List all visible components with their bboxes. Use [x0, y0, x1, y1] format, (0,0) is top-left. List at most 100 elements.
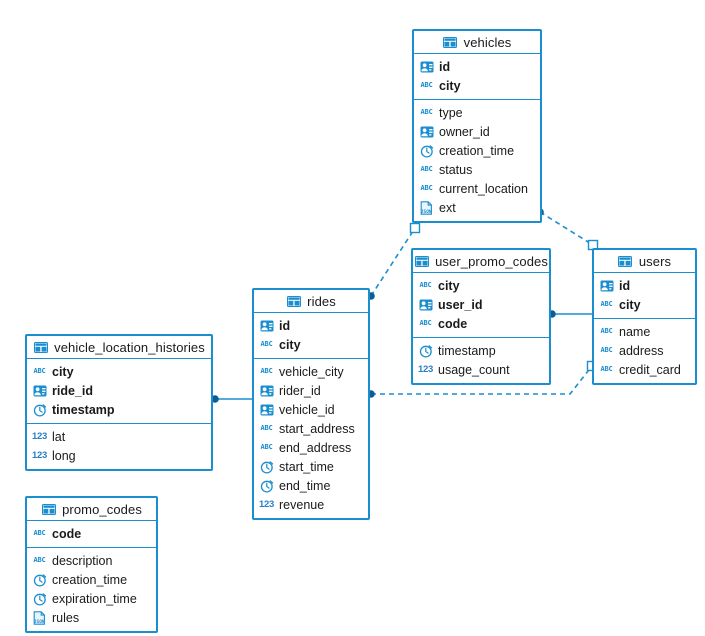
column-row[interactable]: creation_time: [414, 141, 540, 160]
column-row[interactable]: vehicle_id: [254, 400, 368, 419]
field-label: code: [52, 526, 82, 541]
column-row[interactable]: ABC current_location: [414, 179, 540, 198]
abc-text-icon: ABC: [420, 184, 433, 192]
abc-text-icon: ABC: [260, 443, 273, 451]
primary-key-row[interactable]: user_id: [413, 295, 549, 314]
abc-text-icon: ABC: [419, 281, 432, 289]
json-document-icon: JSON: [32, 610, 47, 625]
field-label: ride_id: [52, 383, 93, 398]
primary-key-row[interactable]: id: [414, 57, 540, 76]
entity-header-user_promo_codes[interactable]: user_promo_codes: [413, 250, 549, 273]
field-label: status: [439, 162, 473, 177]
column-row[interactable]: timestamp: [413, 341, 549, 360]
field-label: user_id: [438, 297, 483, 312]
field-label: timestamp: [52, 402, 115, 417]
column-row[interactable]: owner_id: [414, 122, 540, 141]
key-person-card-icon: [599, 278, 614, 293]
abc-text-icon: ABC: [600, 346, 613, 354]
field-label: rules: [52, 610, 80, 625]
column-row[interactable]: JSON rules: [27, 608, 156, 627]
field-label: id: [279, 318, 291, 333]
primary-key-row[interactable]: timestamp: [27, 400, 211, 419]
table-icon: [33, 340, 48, 355]
column-row[interactable]: start_time: [254, 457, 368, 476]
key-person-card-icon: [419, 124, 434, 139]
svg-text:JSON: JSON: [421, 208, 432, 214]
column-row[interactable]: rider_id: [254, 381, 368, 400]
clock-icon: [32, 591, 47, 606]
field-label: long: [52, 448, 76, 463]
field-label: timestamp: [438, 343, 496, 358]
table-icon: [286, 294, 301, 309]
relationship-line: [370, 227, 416, 297]
column-row[interactable]: end_time: [254, 476, 368, 495]
123-number-icon: 123: [32, 449, 47, 461]
primary-key-row[interactable]: id: [254, 316, 368, 335]
column-row[interactable]: 123 usage_count: [413, 360, 549, 379]
table-icon: [41, 502, 56, 517]
123-number-icon: 123: [418, 363, 433, 375]
entity-header-promo_codes[interactable]: promo_codes: [27, 498, 156, 521]
field-label: current_location: [439, 181, 528, 196]
abc-text-icon: ABC: [33, 367, 46, 375]
field-label: start_address: [279, 421, 355, 436]
key-person-card-icon: [32, 383, 47, 398]
field-label: type: [439, 105, 463, 120]
column-row[interactable]: expiration_time: [27, 589, 156, 608]
entity-title: vehicles: [463, 34, 512, 50]
field-label: end_time: [279, 478, 331, 493]
relationship-rel-histories-rides[interactable]: [211, 395, 252, 403]
primary-key-row[interactable]: ride_id: [27, 381, 211, 400]
field-label: id: [439, 59, 451, 74]
entity-header-users[interactable]: users: [594, 250, 695, 273]
primary-key-row[interactable]: ABC city: [594, 295, 695, 314]
primary-key-row[interactable]: ABC code: [27, 524, 156, 543]
entity-header-vehicles[interactable]: vehicles: [414, 31, 540, 54]
relationship-rel-vehicles-users[interactable]: [536, 208, 599, 251]
field-label: city: [279, 337, 301, 352]
column-row[interactable]: 123 long: [27, 446, 211, 465]
svg-text:JSON: JSON: [34, 618, 45, 624]
field-label: city: [619, 297, 641, 312]
abc-text-icon: ABC: [600, 300, 613, 308]
entity-header-rides[interactable]: rides: [254, 290, 368, 313]
relationship-rel-promocodes-users[interactable]: [548, 310, 592, 318]
column-row[interactable]: creation_time: [27, 570, 156, 589]
abc-text-icon: ABC: [420, 81, 433, 89]
field-label: creation_time: [439, 143, 515, 158]
key-person-card-icon: [259, 383, 274, 398]
entity-header-vehicle_location_histories[interactable]: vehicle_location_histories: [27, 336, 211, 359]
field-label: expiration_time: [52, 591, 137, 606]
abc-text-icon: ABC: [33, 529, 46, 537]
primary-key-row[interactable]: id: [594, 276, 695, 295]
field-label: usage_count: [438, 362, 510, 377]
field-label: code: [438, 316, 468, 331]
